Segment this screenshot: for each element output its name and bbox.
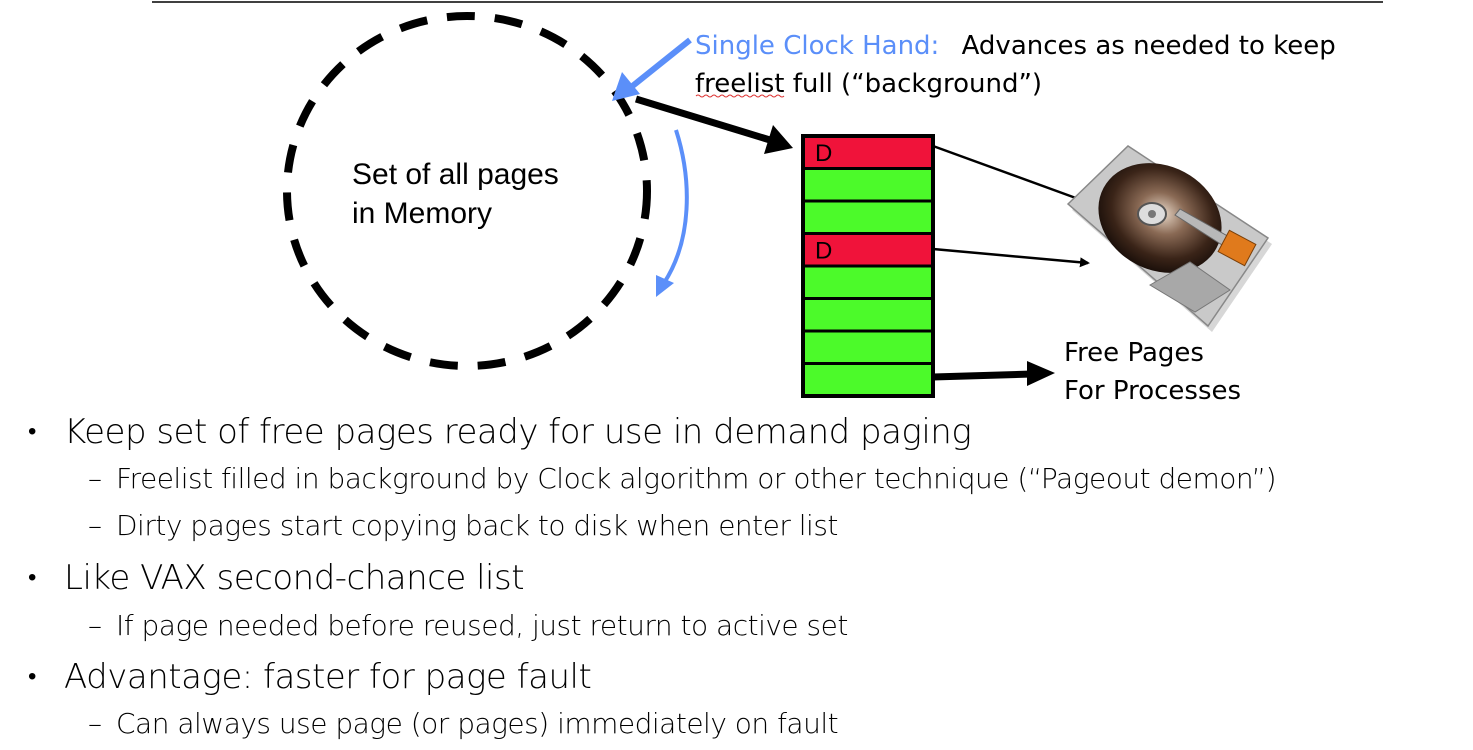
clock-hand-desc-line2: freelist full (“background”) (695, 69, 1042, 99)
free-pages-arrow (932, 370, 1033, 381)
free-pages-label-line2: For Processes (1064, 376, 1241, 406)
sub-bullet-text: If page needed before reused, just retur… (116, 609, 848, 642)
bullet-marker: • (28, 563, 36, 591)
free-pages-label-line1: Free Pages (1064, 338, 1204, 368)
bullet-item: • Like VAX second-chance list (28, 558, 525, 598)
freelist-cell-clean (801, 167, 935, 203)
dirty-to-disk-arrow-2 (932, 247, 1090, 268)
dirty-page-label: D (815, 238, 832, 265)
freelist-cell-clean (801, 297, 935, 333)
clock-hand-callout: Single Clock Hand: Advances as needed to… (695, 31, 1336, 61)
sub-bullet-item: –Can always use page (or pages) immediat… (88, 707, 839, 740)
sub-bullet-text: Can always use page (or pages) immediate… (116, 707, 839, 740)
freelist-diagram: Set of all pages in Memory Single Clock … (152, 1, 1383, 406)
sub-bullet-item: –Freelist filled in background by Clock … (88, 462, 1277, 495)
rotation-arrow (662, 129, 689, 285)
freelist-cell-clean (801, 199, 935, 235)
hard-disk-icon (1066, 145, 1272, 332)
freelist-border (801, 134, 935, 398)
bullet-marker: • (28, 417, 36, 445)
sub-bullet-marker: – (88, 509, 102, 542)
freelist-cell-clean (801, 264, 935, 300)
freelist-cell-clean (801, 329, 935, 365)
sub-bullet-text: Dirty pages start copying back to disk w… (116, 509, 838, 542)
memory-pages-circle (283, 12, 651, 370)
sub-bullet-item: –If page needed before reused, just retu… (88, 609, 848, 642)
hdd-board (1149, 261, 1231, 313)
hdd-actuator-magnet (1217, 229, 1257, 267)
bullet-item: • Advantage: faster for page fault (28, 657, 592, 697)
sub-bullet-marker: – (88, 462, 102, 495)
sub-bullet-text: Freelist filled in background by Clock a… (116, 462, 1277, 495)
clock-hand-title: Single Clock Hand: (695, 31, 939, 61)
clock-hand-desc-line1: Advances as needed to keep (962, 31, 1336, 61)
sub-bullet-marker: – (88, 707, 102, 740)
sub-bullet-marker: – (88, 609, 102, 642)
bullet-item: • Keep set of free pages ready for use in… (28, 412, 972, 452)
bullet-text: Keep set of free pages ready for use in … (64, 412, 972, 452)
bullet-text: Advantage: faster for page fault (64, 657, 592, 697)
rotation-arrowhead (656, 275, 674, 297)
bullet-marker: • (28, 662, 36, 690)
memory-label-line2: in Memory (352, 197, 492, 230)
spellcheck-squiggle (695, 94, 785, 98)
bullet-text: Like VAX second-chance list (64, 558, 525, 598)
freelist-cell-clean (801, 362, 935, 398)
to-freelist-arrowhead (764, 125, 793, 154)
memory-label-line1: Set of all pages (352, 158, 559, 191)
hdd-spindle-center (1148, 210, 1156, 218)
clock-hand-arrowhead (612, 72, 640, 101)
to-freelist-arrow (634, 95, 772, 144)
dirty-page-label: D (815, 140, 832, 167)
sub-bullet-item: –Dirty pages start copying back to disk … (88, 509, 838, 542)
dirty-to-disk-arrow-1 (932, 144, 1086, 203)
freelist-stack: DD (801, 134, 935, 398)
free-pages-arrowhead (1027, 361, 1055, 386)
clock-hand-arrow (628, 37, 692, 91)
